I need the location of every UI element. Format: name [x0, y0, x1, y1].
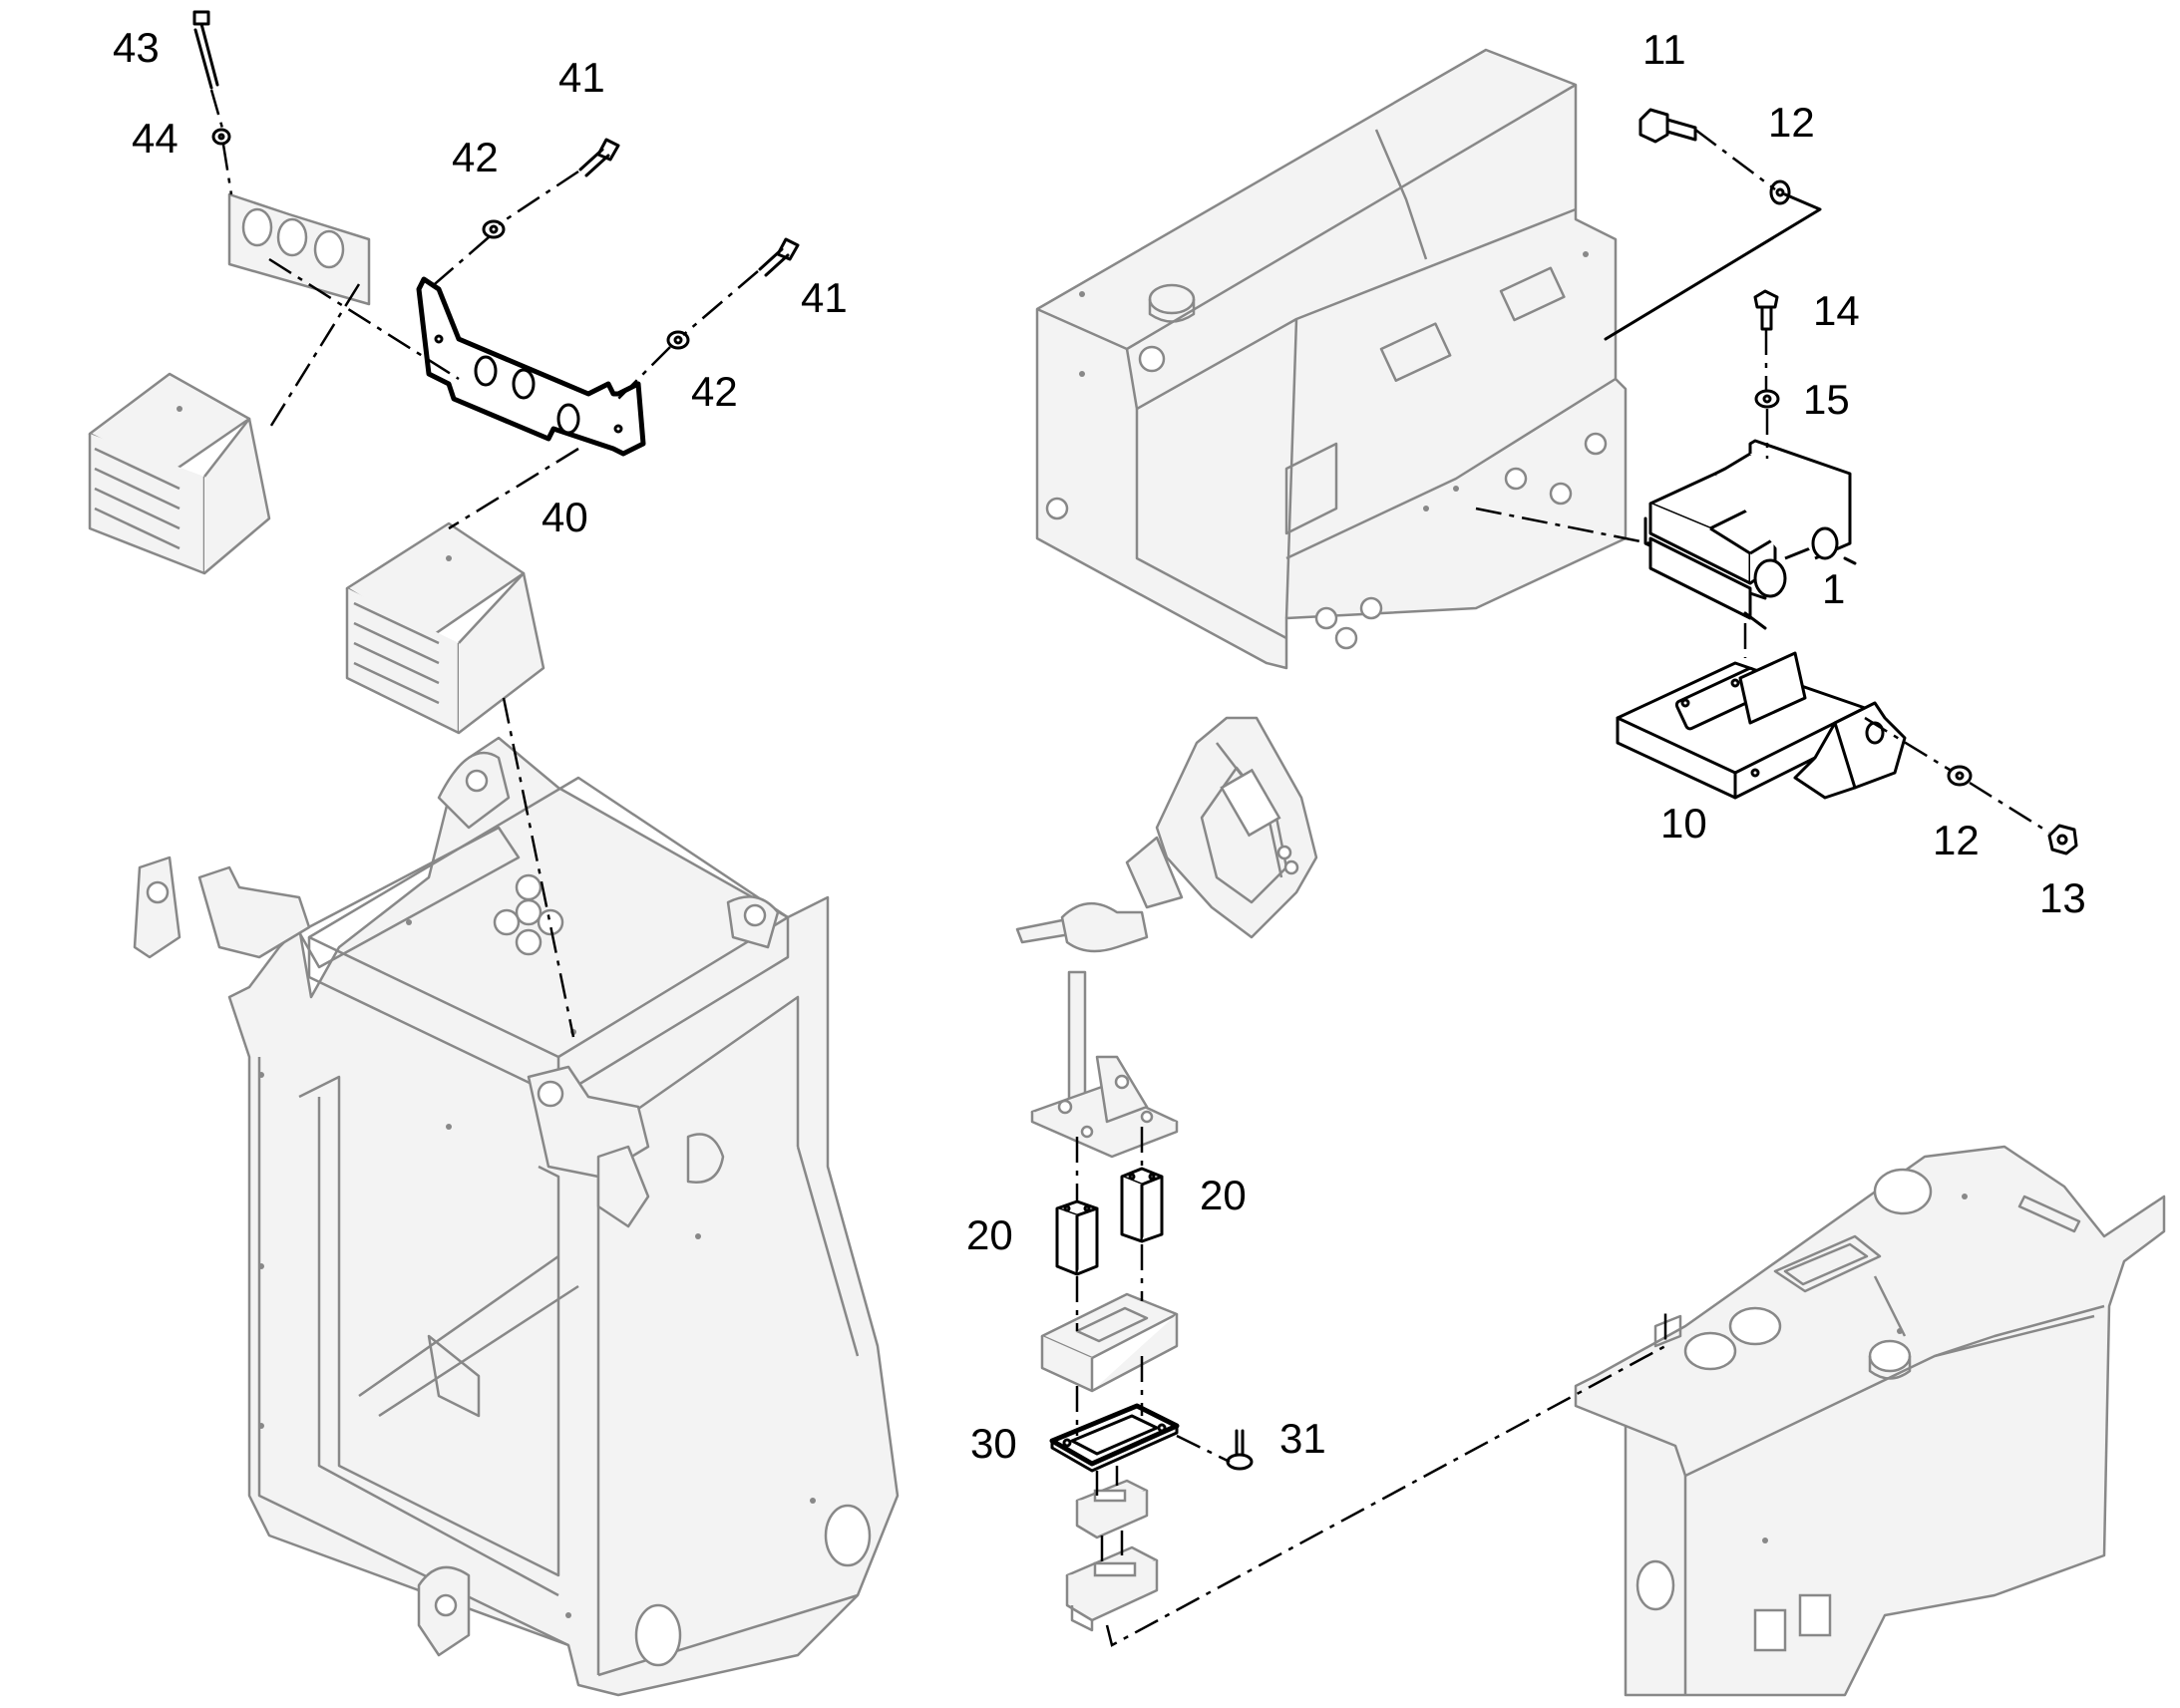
cable-clamp-block	[227, 192, 371, 306]
washer-42-upper	[482, 219, 506, 239]
console-enclosure	[1035, 48, 1628, 670]
callout-20-right: 20	[1200, 1172, 1247, 1218]
display-monitor	[1125, 716, 1318, 939]
washer-15	[1754, 389, 1780, 409]
gasket-30	[1049, 1403, 1180, 1473]
callout-42-lower: 42	[691, 368, 738, 415]
display-mount-arm	[1015, 901, 1179, 1159]
speaker-lower	[345, 521, 545, 735]
speaker-upper	[88, 372, 271, 575]
connector-housing	[1040, 1292, 1179, 1393]
speaker-mount-plate-40	[416, 276, 646, 457]
callout-13: 13	[2039, 874, 2086, 921]
magnet-20-right	[1120, 1167, 1164, 1243]
control-unit-1	[1643, 439, 1857, 630]
side-console	[1574, 1145, 2166, 1697]
plug-connector	[1075, 1479, 1149, 1539]
washer-42-lower	[666, 330, 690, 350]
callout-11: 11	[1642, 26, 1686, 73]
magnet-20-left	[1055, 1199, 1099, 1276]
screw-41-lower	[758, 237, 800, 277]
callout-20-left: 20	[966, 1211, 1013, 1258]
bolt-11	[1638, 108, 1697, 144]
washer-44	[211, 128, 231, 146]
cab-frame	[133, 736, 900, 1697]
callout-40: 40	[542, 494, 588, 540]
callout-15: 15	[1803, 376, 1850, 423]
leader-lines	[209, 89, 2050, 1647]
screw-14	[1753, 289, 1779, 331]
callout-labels: 43 44 41 42 41 42 40 11 12 14 15 1 10 12…	[113, 24, 2086, 1467]
callout-1: 1	[1822, 565, 1845, 612]
callout-30: 30	[970, 1420, 1017, 1467]
washer-12-upper	[1769, 179, 1791, 205]
nut-13	[2047, 824, 2078, 855]
callout-44: 44	[132, 115, 179, 162]
callout-31: 31	[1279, 1415, 1326, 1462]
callout-14: 14	[1813, 287, 1860, 334]
callout-12-lower: 12	[1933, 817, 1980, 863]
screw-31	[1226, 1429, 1254, 1471]
callout-41-upper: 41	[558, 54, 605, 101]
socket-connector	[1065, 1545, 1159, 1632]
callout-42-upper: 42	[452, 134, 499, 180]
mount-bracket-10	[1616, 651, 1907, 800]
callout-43: 43	[113, 24, 160, 71]
callout-41-lower: 41	[801, 274, 848, 321]
bolt-43	[192, 10, 219, 90]
callout-12-upper: 12	[1768, 99, 1815, 146]
washer-12-lower	[1947, 765, 1973, 787]
callout-10: 10	[1660, 800, 1707, 847]
screw-41-upper	[578, 138, 620, 177]
